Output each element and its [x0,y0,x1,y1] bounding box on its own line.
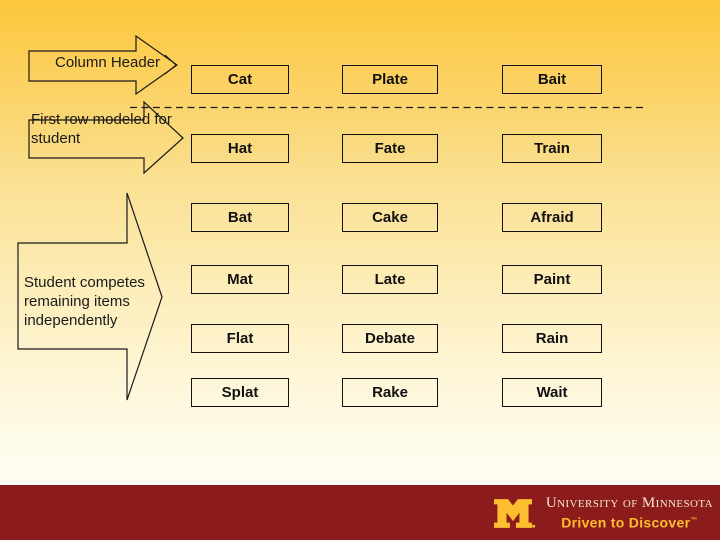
word-box: Bat [191,203,289,232]
word-box: Plate [342,65,438,94]
word-box: Flat [191,324,289,353]
tagline-text: Driven to Discover [561,514,691,531]
word-box: Mat [191,265,289,294]
word-box: Rake [342,378,438,407]
university-tagline: Driven to Discover™ [561,512,697,532]
footer-bar: University of Minnesota Driven to Discov… [0,485,720,540]
word-box: Late [342,265,438,294]
callout-first-row-label: First row modeled for student [31,111,172,147]
word-box: Fate [342,134,438,163]
word-box: Cake [342,203,438,232]
word-box: Wait [502,378,602,407]
word-box: Train [502,134,602,163]
umn-logo: University of Minnesota Driven to Discov… [493,496,713,532]
callout-student-competes-label: Student competes remaining items indepen… [24,274,145,329]
block-m-icon [493,499,535,529]
registered-mark [532,525,535,528]
trademark-symbol: ™ [690,517,698,524]
umn-wordmark: University of Minnesota Driven to Discov… [546,496,713,532]
word-box: Paint [502,265,602,294]
word-box: Bait [502,65,602,94]
word-box: Cat [191,65,289,94]
callout-column-header-label: Column Header [55,54,161,71]
arrow-column-header-chevron [164,54,177,75]
word-box: Hat [191,134,289,163]
word-box: Rain [502,324,602,353]
word-box: Afraid [502,203,602,232]
word-box: Debate [342,324,438,353]
word-box: Splat [191,378,289,407]
university-name: University of Minnesota [545,495,713,511]
